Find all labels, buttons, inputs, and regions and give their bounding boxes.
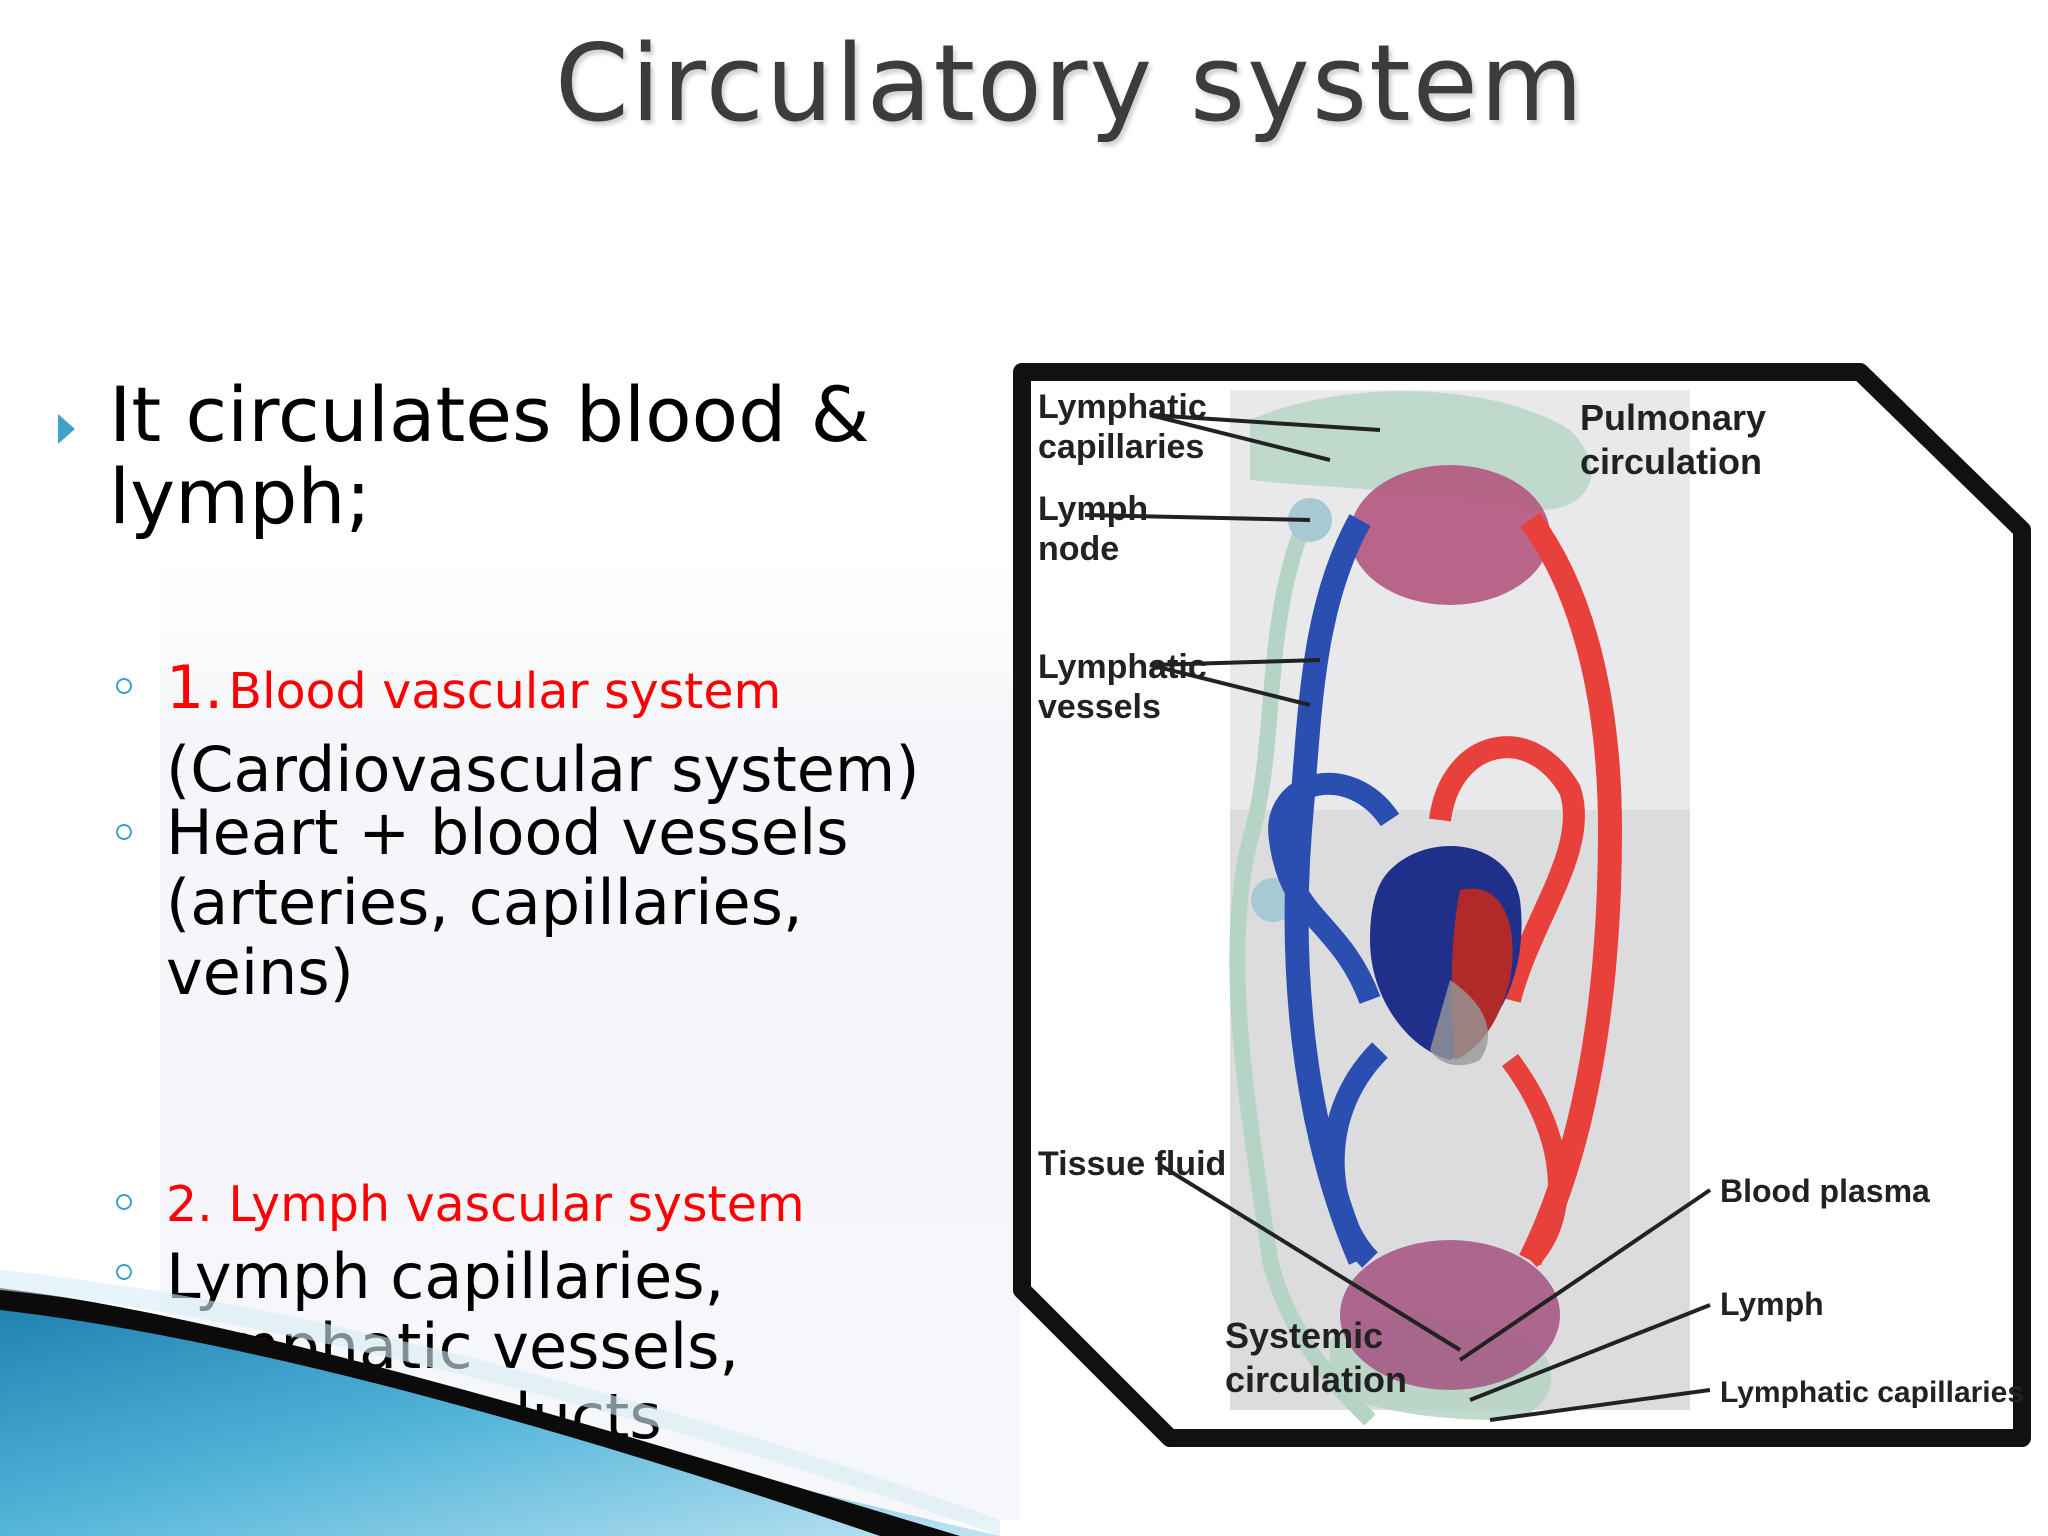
circle-bullet-icon xyxy=(116,678,132,694)
main-bullet-text: It circulates blood & lymph; xyxy=(109,370,870,541)
sub-heading-number: 1. xyxy=(166,653,224,723)
sub-heading-line: 1. Blood vascular system xyxy=(166,656,966,735)
leader-line xyxy=(1158,1163,1462,1352)
systemic-capillary-bed xyxy=(1340,1240,1560,1390)
sub-heading-text: Blood vascular system xyxy=(228,663,782,720)
leader-line xyxy=(1489,1388,1711,1422)
sub-bullet-text: 2. Lymph vascular system xyxy=(166,1176,805,1233)
label-lymph-node-1: Lymph xyxy=(1038,490,1148,528)
label-lymph: Lymph xyxy=(1720,1286,1824,1322)
circle-bullet-icon xyxy=(116,1264,132,1280)
lymphatic-vessel-left xyxy=(1229,506,1376,1426)
label-tissue-fluid: Tissue fluid xyxy=(1038,1145,1226,1183)
label-lymph-node-2: node xyxy=(1038,530,1119,568)
label-lymphatic-capillaries-top-2: capillaries xyxy=(1038,428,1204,466)
leader-line xyxy=(1469,1303,1711,1402)
leader-line xyxy=(1149,413,1381,432)
label-lymphatic-vessels-2: vessels xyxy=(1038,688,1161,726)
label-pulmonary-1: Pulmonary xyxy=(1580,397,1766,438)
artery-lower xyxy=(1501,1054,1568,1268)
sub-bullet-content: 1. Blood vascular system (Cardiovascular… xyxy=(166,656,966,805)
sub-heading-subtext: (Cardiovascular system) xyxy=(166,733,920,806)
circulation-diagram: Lymphatic capillaries Lymph node Lymphat… xyxy=(1010,360,2040,1450)
label-lymphatic-capillaries-bottom: Lymphatic capillaries xyxy=(1720,1376,2024,1409)
aorta xyxy=(1429,736,1585,1003)
label-pulmonary-2: circulation xyxy=(1580,441,1762,482)
artery-right-outer xyxy=(1519,512,1623,1266)
label-blood-plasma: Blood plasma xyxy=(1720,1173,1930,1209)
label-lymphatic-capillaries-top-1: Lymphatic xyxy=(1038,388,1207,426)
circle-bullet-icon xyxy=(116,1194,132,1210)
label-lymphatic-vessels-1: Lymphatic xyxy=(1038,648,1207,686)
label-systemic-1: Systemic xyxy=(1225,1315,1383,1356)
triangle-bullet-icon xyxy=(58,414,75,444)
leader-line xyxy=(1084,513,1311,522)
heart-septum xyxy=(1430,980,1489,1066)
leader-line xyxy=(1149,413,1331,462)
slide-title: Circulatory system xyxy=(554,22,1586,145)
vein-left xyxy=(1284,514,1372,1265)
pulmonary-capillary-bed xyxy=(1350,465,1550,605)
leader-line xyxy=(1458,1188,1712,1362)
corner-swoosh-decoration xyxy=(0,1270,1000,1536)
vein-lower xyxy=(1322,1042,1388,1268)
circle-bullet-icon xyxy=(116,824,132,840)
vena-cava xyxy=(1268,772,1400,1005)
leader-line xyxy=(1149,658,1321,667)
leader-line xyxy=(1149,663,1311,707)
circulation-diagram-image: Lymphatic capillaries Lymph node Lymphat… xyxy=(1013,363,2031,1447)
sub-bullet-text: Heart + blood vessels (arteries, capilla… xyxy=(166,796,849,1009)
label-systemic-2: circulation xyxy=(1225,1359,1407,1400)
